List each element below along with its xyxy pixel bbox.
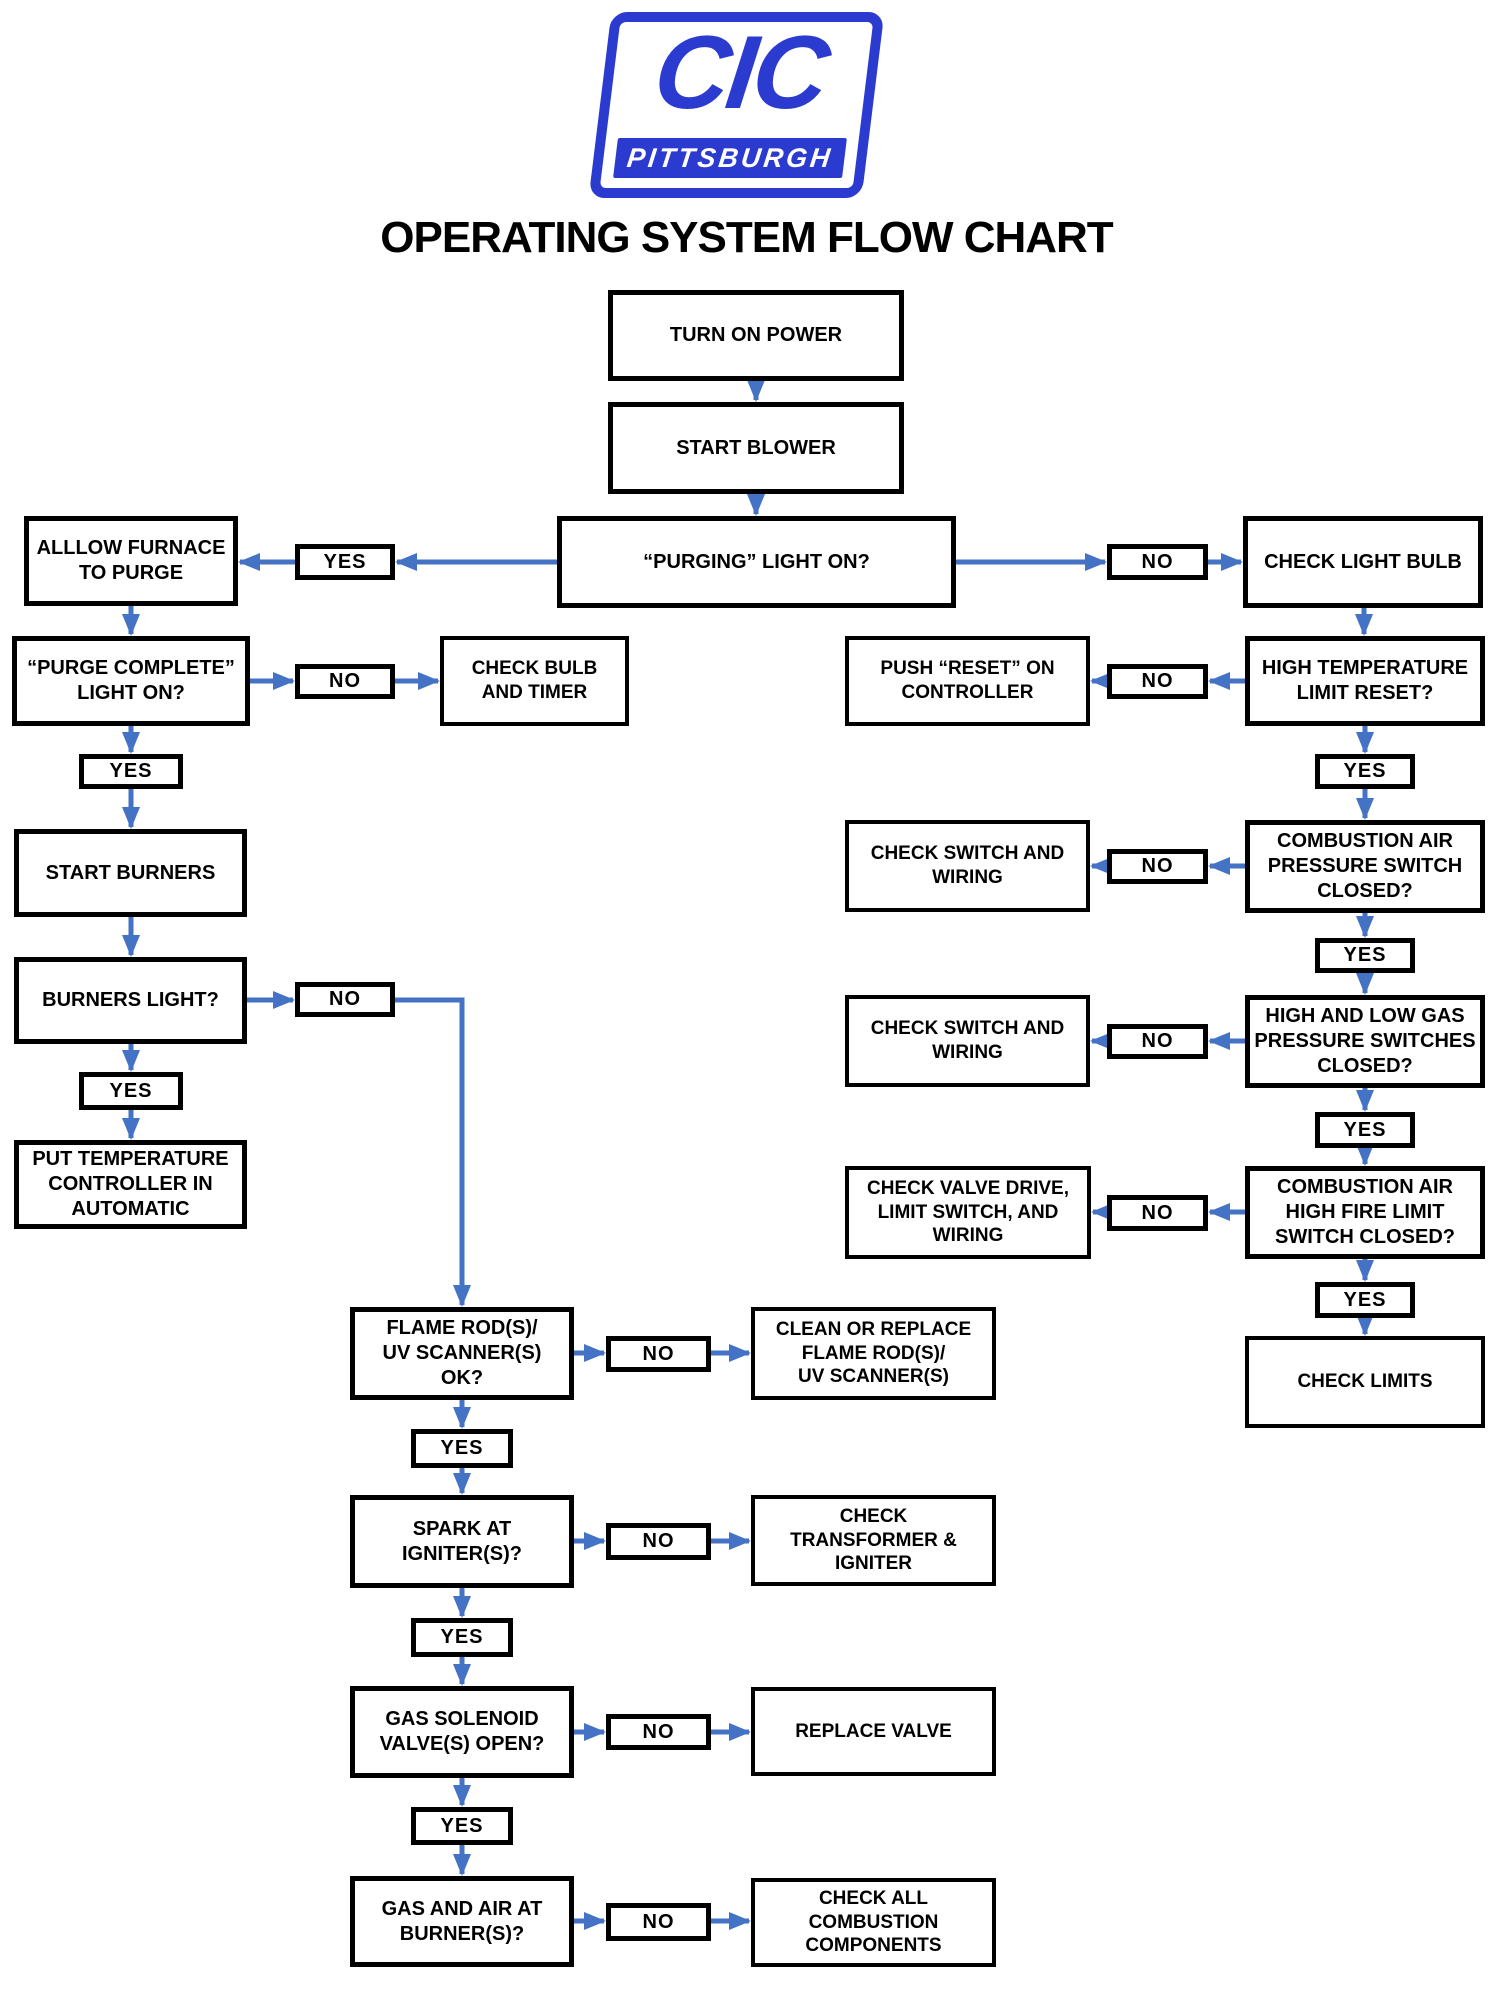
node-combustion-air-pressure-switch-closed: COMBUSTION AIR PRESSURE SWITCH CLOSED? bbox=[1245, 820, 1485, 913]
node-purge-complete-light-on: “PURGE COMPLETE” LIGHT ON? bbox=[12, 636, 250, 726]
label-yes-high-fire-limit: YES bbox=[1315, 1282, 1415, 1318]
node-start-burners: START BURNERS bbox=[14, 829, 247, 917]
label-yes-purge-complete: YES bbox=[79, 754, 183, 789]
node-replace-valve: REPLACE VALVE bbox=[751, 1687, 996, 1776]
label-no-gas-pressure-switches: NO bbox=[1107, 1024, 1208, 1059]
label-yes-high-temperature: YES bbox=[1315, 754, 1415, 789]
node-check-limits: CHECK LIMITS bbox=[1245, 1336, 1485, 1428]
node-purging-light-on: “PURGING” LIGHT ON? bbox=[557, 516, 956, 608]
node-allow-furnace-to-purge: ALLLOW FURNACE TO PURGE bbox=[24, 516, 238, 606]
node-check-valve-drive-limit-switch-and-wiring: CHECK VALVE DRIVE, LIMIT SWITCH, AND WIR… bbox=[845, 1166, 1091, 1259]
label-yes-burners-light: YES bbox=[79, 1072, 183, 1110]
node-check-light-bulb: CHECK LIGHT BULB bbox=[1243, 516, 1483, 608]
label-no-combustion-air-pressure: NO bbox=[1107, 849, 1208, 884]
label-no-high-temperature: NO bbox=[1107, 664, 1208, 699]
label-yes-purging: YES bbox=[295, 544, 395, 580]
label-yes-gas-solenoid: YES bbox=[411, 1807, 513, 1845]
node-check-switch-and-wiring-2: CHECK SWITCH AND WIRING bbox=[845, 995, 1090, 1087]
node-push-reset-on-controller: PUSH “RESET” ON CONTROLLER bbox=[845, 636, 1090, 726]
label-no-burners-light: NO bbox=[295, 982, 395, 1017]
label-no-gas-and-air: NO bbox=[606, 1903, 711, 1941]
node-high-temperature-limit-reset: HIGH TEMPERATURE LIMIT RESET? bbox=[1245, 636, 1485, 726]
label-yes-combustion-air-pressure: YES bbox=[1315, 938, 1415, 973]
label-no-purge-complete: NO bbox=[295, 664, 395, 699]
page-title: OPERATING SYSTEM FLOW CHART bbox=[380, 213, 1113, 262]
node-combustion-air-high-fire-limit-switch-closed: COMBUSTION AIR HIGH FIRE LIMIT SWITCH CL… bbox=[1245, 1166, 1485, 1259]
flow-arrow bbox=[395, 997, 471, 1307]
node-turn-on-power: TURN ON POWER bbox=[608, 290, 904, 381]
node-gas-and-air-at-burners: GAS AND AIR AT BURNER(S)? bbox=[350, 1876, 574, 1967]
label-yes-flame-rods: YES bbox=[411, 1429, 513, 1468]
node-check-bulb-and-timer: CHECK BULB AND TIMER bbox=[440, 636, 629, 726]
node-check-switch-and-wiring-1: CHECK SWITCH AND WIRING bbox=[845, 820, 1090, 912]
node-gas-solenoid-valves-open: GAS SOLENOID VALVE(S) OPEN? bbox=[350, 1686, 574, 1778]
node-check-transformer-and-igniter: CHECK TRANSFORMER & IGNITER bbox=[751, 1495, 996, 1586]
label-yes-spark: YES bbox=[411, 1618, 513, 1657]
label-yes-gas-pressure-switches: YES bbox=[1315, 1112, 1415, 1148]
label-no-spark: NO bbox=[606, 1523, 711, 1560]
label-no-flame-rods: NO bbox=[606, 1336, 711, 1372]
node-check-all-combustion-components: CHECK ALL COMBUSTION COMPONENTS bbox=[751, 1878, 996, 1967]
node-put-temperature-controller-in-automatic: PUT TEMPERATURE CONTROLLER IN AUTOMATIC bbox=[14, 1140, 247, 1229]
node-spark-at-igniters: SPARK AT IGNITER(S)? bbox=[350, 1495, 574, 1588]
label-no-purging: NO bbox=[1107, 544, 1208, 580]
label-no-high-fire-limit: NO bbox=[1107, 1195, 1208, 1231]
node-flame-rods-uv-scanners-ok: FLAME ROD(S)/ UV SCANNER(S) OK? bbox=[350, 1307, 574, 1400]
node-burners-light: BURNERS LIGHT? bbox=[14, 957, 247, 1044]
node-clean-or-replace-flame-rods-uv-scanners: CLEAN OR REPLACE FLAME ROD(S)/ UV SCANNE… bbox=[751, 1307, 996, 1400]
label-no-gas-solenoid: NO bbox=[606, 1714, 711, 1750]
node-high-and-low-gas-pressure-switches-closed: HIGH AND LOW GAS PRESSURE SWITCHES CLOSE… bbox=[1245, 995, 1485, 1088]
node-start-blower: START BLOWER bbox=[608, 402, 904, 494]
